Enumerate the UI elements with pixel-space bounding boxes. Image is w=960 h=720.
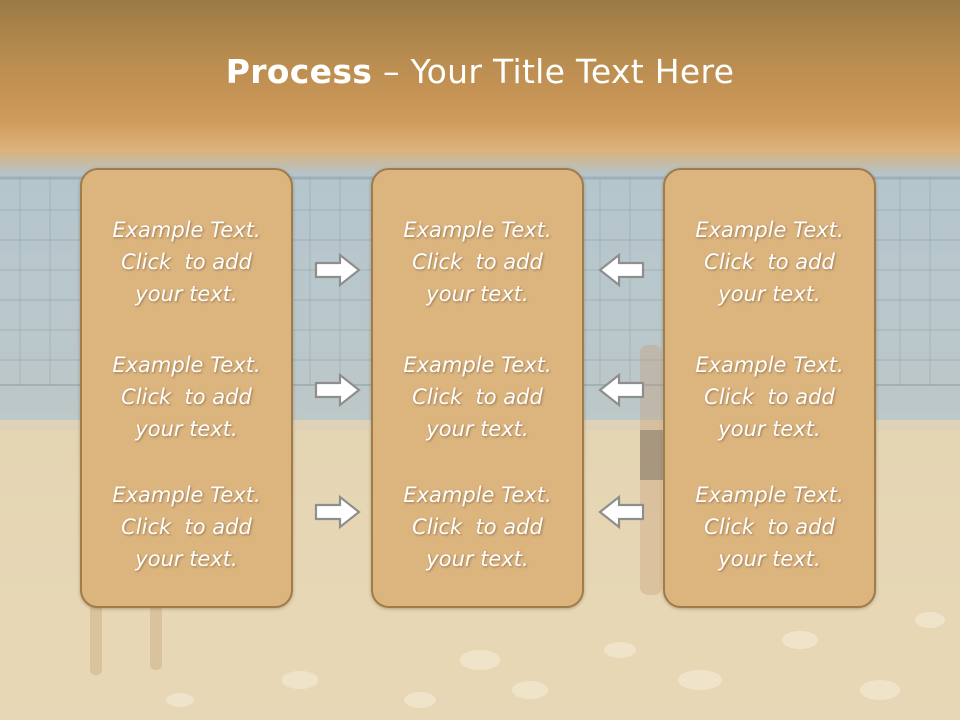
text-line: your text. (718, 417, 821, 441)
text-line: Click to add (121, 515, 252, 539)
text-line: Click to add (704, 515, 835, 539)
panel-right: Example Text. Click to add your text. Exam… (663, 168, 876, 608)
text-placeholder[interactable]: Example Text. Click to add your text. (373, 479, 582, 575)
text-line: Click to add (412, 385, 543, 409)
text-line: Example Text. (695, 483, 844, 507)
text-line: Click to add (412, 250, 543, 274)
text-line: Example Text. (695, 218, 844, 242)
right-arrow-icon (314, 252, 361, 288)
left-arrow-icon (598, 494, 645, 530)
text-placeholder[interactable]: Example Text. Click to add your text. (665, 479, 874, 575)
text-line: Example Text. (112, 353, 261, 377)
text-line: Example Text. (695, 353, 844, 377)
text-placeholder[interactable]: Example Text. Click to add your text. (665, 349, 874, 445)
title-band (0, 0, 960, 175)
text-placeholder[interactable]: Example Text. Click to add your text. (373, 349, 582, 445)
title-rest: – Your Title Text Here (372, 52, 735, 91)
text-line: your text. (135, 417, 238, 441)
left-arrow-icon (598, 252, 645, 288)
text-line: Example Text. (403, 353, 552, 377)
text-line: Click to add (704, 385, 835, 409)
text-placeholder[interactable]: Example Text. Click to add your text. (82, 214, 291, 310)
text-line: your text. (718, 547, 821, 571)
text-line: your text. (135, 547, 238, 571)
title-bold: Process (225, 52, 373, 91)
text-line: Click to add (412, 515, 543, 539)
panel-left: Example Text. Click to add your text. Exam… (80, 168, 293, 608)
panel-center: Example Text. Click to add your text. Exam… (371, 168, 584, 608)
text-line: your text. (426, 547, 529, 571)
text-line: your text. (426, 417, 529, 441)
text-placeholder[interactable]: Example Text. Click to add your text. (373, 214, 582, 310)
right-arrow-icon (314, 494, 361, 530)
text-line: Example Text. (403, 218, 552, 242)
text-line: your text. (718, 282, 821, 306)
text-line: Example Text. (403, 483, 552, 507)
text-line: Click to add (121, 385, 252, 409)
text-line: Example Text. (112, 218, 261, 242)
text-line: your text. (135, 282, 238, 306)
text-line: Click to add (704, 250, 835, 274)
slide-title[interactable]: Process – Your Title Text Here (0, 52, 960, 91)
text-line: your text. (426, 282, 529, 306)
text-line: Example Text. (112, 483, 261, 507)
right-arrow-icon (314, 372, 361, 408)
text-line: Click to add (121, 250, 252, 274)
left-arrow-icon (598, 372, 645, 408)
text-placeholder[interactable]: Example Text. Click to add your text. (82, 479, 291, 575)
text-placeholder[interactable]: Example Text. Click to add your text. (665, 214, 874, 310)
text-placeholder[interactable]: Example Text. Click to add your text. (82, 349, 291, 445)
